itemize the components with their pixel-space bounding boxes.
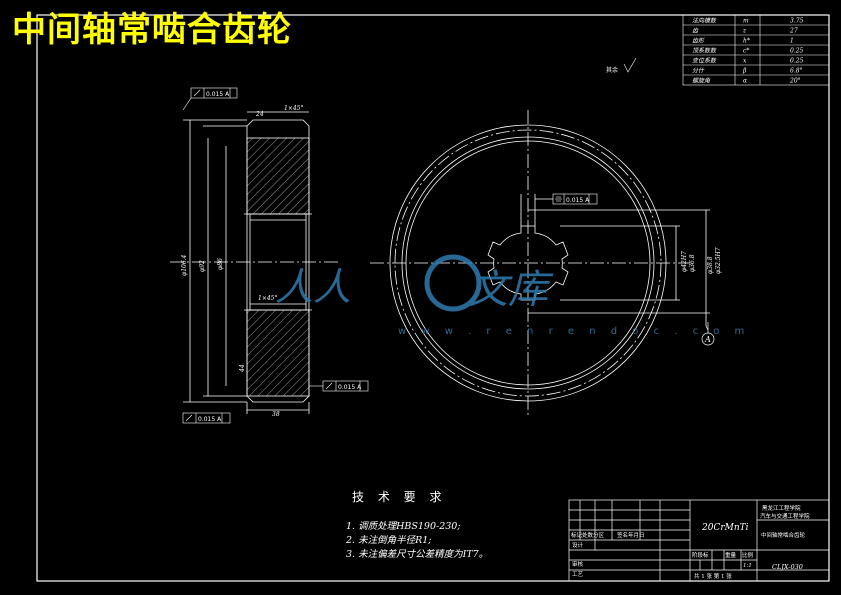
param-val: 6.8° xyxy=(790,68,803,75)
tolerance-key-value: 0.015 A xyxy=(566,197,590,204)
param-name: 顶系数数 xyxy=(692,47,717,55)
roughness-symbol-icon xyxy=(623,57,637,73)
process-label: 工艺 xyxy=(572,571,584,578)
dim-bore-d: φ32.5H7 xyxy=(715,247,722,274)
stage-label: 阶段标 xyxy=(692,551,709,559)
tolerance-bottom-left-value: 0.015 A xyxy=(198,416,222,423)
dim-width-bottom: 38 xyxy=(272,411,280,418)
school-name: 黑龙江工程学院 xyxy=(762,504,801,512)
param-val: 27 xyxy=(789,28,798,35)
scale-value: 1:1 xyxy=(743,563,752,569)
param-sym: m xyxy=(743,18,749,25)
rim-section-upper xyxy=(246,137,310,215)
watermark-url: w w w . r e n r e n d o c . c o m xyxy=(398,326,751,337)
drawing-frame xyxy=(36,14,830,582)
checker-label: 审核 xyxy=(572,560,584,568)
rim-section-lower xyxy=(246,309,310,397)
tech-requirement-item: 2. 未注倒角半径R1; xyxy=(346,535,432,546)
tech-requirement-item: 1. 调质处理HBS190-230; xyxy=(346,521,461,532)
tolerance-top-value: 0.015 A xyxy=(206,91,230,98)
dim-hub-width: 44 xyxy=(239,364,246,373)
material-text: 20CrMnTi xyxy=(701,523,749,533)
drawing-number: CLJX-030 xyxy=(772,563,803,571)
dim-bore-a: φ42H7 xyxy=(681,251,688,272)
param-sym: c* xyxy=(743,48,749,55)
section-view xyxy=(170,111,340,414)
dim-outer-diameter: φ106.4 xyxy=(181,254,188,276)
param-val: 0.25 xyxy=(790,58,804,65)
param-name: 螺旋角 xyxy=(692,77,711,85)
tech-requirement-item: 3. 未注偏差尺寸公差精度为IT7。 xyxy=(346,549,489,560)
surface-roughness-note: 其余 xyxy=(606,57,637,74)
tolerance-frame-bottom-left xyxy=(182,412,231,424)
tolerance-frame-top xyxy=(182,87,238,111)
dim-root-diameter: φ92 xyxy=(199,260,206,272)
scale-label: 比例 xyxy=(742,551,754,559)
dim-hub-diameter: φ86 xyxy=(217,258,224,270)
dim-bore-b: φ36.8 xyxy=(689,254,696,272)
surface-mark-label: 其余 xyxy=(606,66,618,74)
tolerance-frame-bottom-right xyxy=(309,380,369,392)
params-table-text: 法向模数 m 3.75 齿 z 27 齿形 h* 1 顶系数数 c* 0.25 … xyxy=(692,17,804,85)
param-name: 分什 xyxy=(692,67,705,75)
params-table xyxy=(682,14,830,86)
front-view xyxy=(370,110,710,418)
dim-bore-c: φ38.8 xyxy=(707,256,714,274)
dim-chamfer-inner: 1×45° xyxy=(258,295,277,302)
front-dim-text: φ42H7 φ36.8 φ38.8 φ32.5H7 xyxy=(681,247,722,274)
param-name: 法向模数 xyxy=(692,17,717,25)
dim-chamfer-top: 1×45° xyxy=(284,105,303,112)
dim-width-top: 24 xyxy=(255,111,264,118)
param-val: 3.75 xyxy=(790,18,804,25)
part-name: 中间轴常啮合齿轮 xyxy=(761,531,806,539)
watermark-circle-icon xyxy=(424,254,482,312)
banner-title: 中间轴常啮合齿轮 xyxy=(12,10,292,50)
watermark-glyphs: 人人 xyxy=(275,265,351,309)
param-name: 变位系数 xyxy=(692,57,717,65)
datum-a-label: A xyxy=(704,335,711,344)
datum-a-marker xyxy=(701,322,715,346)
param-val: 1 xyxy=(790,38,794,45)
sheet-count: 共 1 张 第 1 张 xyxy=(694,572,732,580)
watermark-glyphs-2: 文库 xyxy=(468,267,554,313)
tolerance-bottom-right-value: 0.015 A xyxy=(338,384,362,391)
param-sym: β xyxy=(742,68,747,75)
mark-row-label: 标记处数分区 xyxy=(571,531,605,539)
spline-bore xyxy=(487,225,569,301)
weight-label: 重量 xyxy=(725,551,737,559)
param-val: 20° xyxy=(789,78,801,85)
param-sym: α xyxy=(743,78,747,85)
title-block xyxy=(568,499,830,582)
param-name: 齿 xyxy=(692,27,699,35)
department-name: 汽车与交通工程学院 xyxy=(760,512,810,520)
param-name: 齿形 xyxy=(692,37,705,45)
designer-label: 设计 xyxy=(572,541,584,549)
tech-requirements-title: 技 术 要 求 xyxy=(352,490,447,504)
title-block-text: 20CrMnTi 黑龙江工程学院 汽车与交通工程学院 中间轴常啮合齿轮 标记处数… xyxy=(571,504,810,580)
param-val: 0.25 xyxy=(790,48,804,55)
param-sym: z xyxy=(742,28,747,35)
section-dim-text: φ106.4 φ92 φ86 44 38 24 1×45° 1×45° xyxy=(181,105,303,418)
param-sym: x xyxy=(743,58,747,65)
param-sym: h* xyxy=(743,38,750,45)
tolerance-frame-key xyxy=(552,193,598,205)
watermark-logo: 人人 文库 xyxy=(275,254,554,313)
sign-row-label: 签名年月日 xyxy=(617,531,645,539)
